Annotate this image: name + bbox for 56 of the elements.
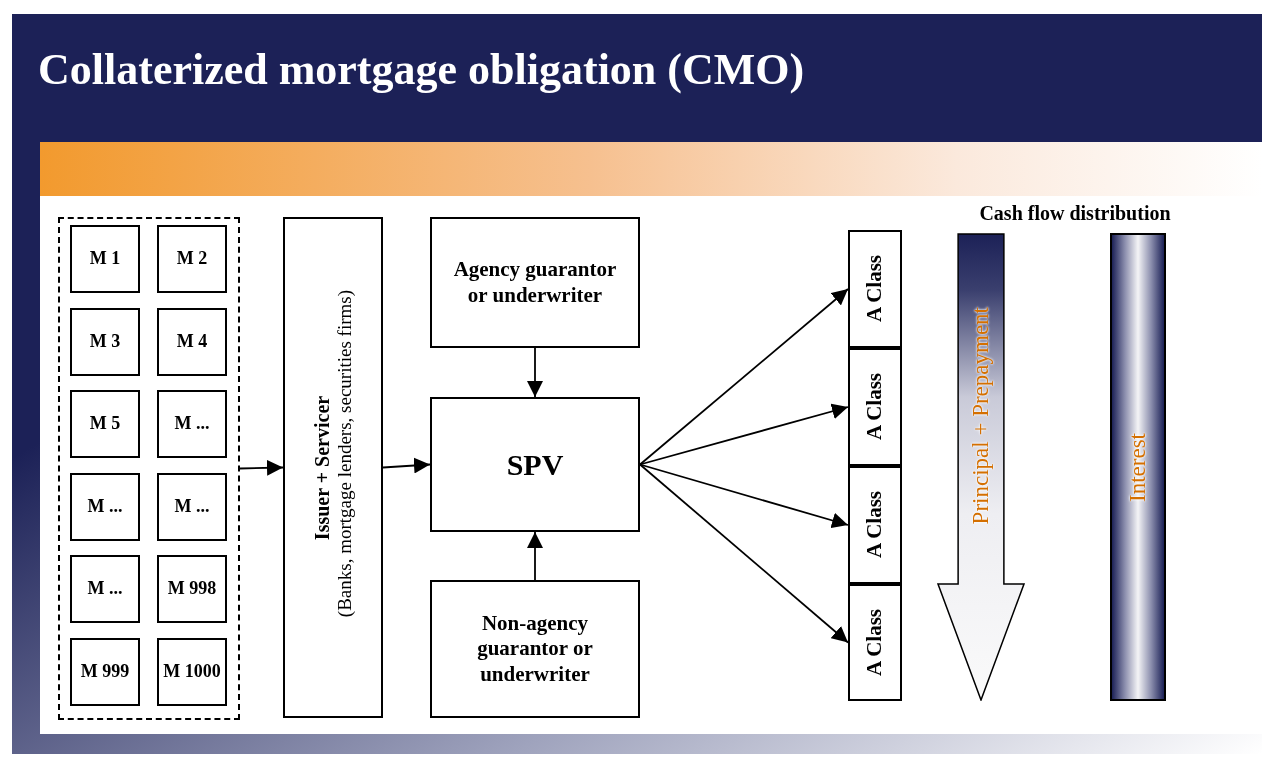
box-label: A Class (862, 608, 888, 677)
box-label: Principal + Prepayment (967, 306, 995, 525)
vertical-bar (1110, 233, 1166, 701)
arrow (639, 288, 849, 466)
box-label: A Class (862, 373, 888, 441)
box-label: Agency guarantor or underwriter (452, 257, 618, 308)
box-label: M 5 (89, 413, 121, 435)
mortgage-box (70, 390, 140, 458)
slide-title: Collaterized mortgage obligation (CMO) (38, 44, 805, 95)
mortgage-box (70, 555, 140, 623)
tranche-box (848, 230, 902, 348)
box-label: M 4 (176, 331, 208, 353)
dashed-group-box (58, 217, 240, 720)
box-label: Interest (1124, 432, 1152, 502)
box-label: A Class (862, 255, 888, 323)
box-label: M 3 (89, 331, 121, 353)
box-label: M 2 (176, 248, 208, 270)
mortgage-box (70, 308, 140, 376)
process-box (283, 217, 383, 718)
process-box (430, 397, 640, 532)
box-label: M 1 (89, 248, 121, 270)
box-label: M 1000 (163, 661, 221, 683)
box-label: M ... (87, 578, 123, 600)
process-box (430, 217, 640, 348)
arrow (527, 531, 543, 581)
mortgage-box (157, 225, 227, 293)
box-label: SPV (506, 446, 564, 483)
box-label: Issuer + Servicer (309, 395, 334, 540)
mortgage-box (70, 638, 140, 706)
mortgage-box (70, 225, 140, 293)
mortgage-box (157, 638, 227, 706)
box-label: (Banks, mortgage lenders, securities firms) (333, 289, 356, 618)
box-label: M ... (87, 496, 123, 518)
mortgage-box (157, 390, 227, 458)
mortgage-box (157, 308, 227, 376)
box-label: M ... (174, 496, 210, 518)
arrow (382, 457, 431, 474)
tranche-box (848, 584, 902, 701)
arrow (639, 403, 849, 466)
box-label: M ... (174, 413, 210, 435)
arrow (639, 463, 849, 529)
box-label: A Class (862, 491, 888, 559)
box-label: M 999 (80, 661, 130, 683)
process-box (430, 580, 640, 718)
mortgage-box (157, 555, 227, 623)
down-arrow (937, 233, 1025, 701)
heading-text: Cash flow distribution (978, 202, 1172, 225)
arrow (527, 347, 543, 398)
box-label: Non-agency guarantor or underwriter (476, 611, 594, 687)
tranche-box (848, 466, 902, 584)
arrow (239, 459, 284, 476)
mortgage-box (70, 473, 140, 541)
box-label: M 998 (167, 578, 217, 600)
arrow (639, 463, 849, 644)
tranche-box (848, 348, 902, 466)
mortgage-box (157, 473, 227, 541)
